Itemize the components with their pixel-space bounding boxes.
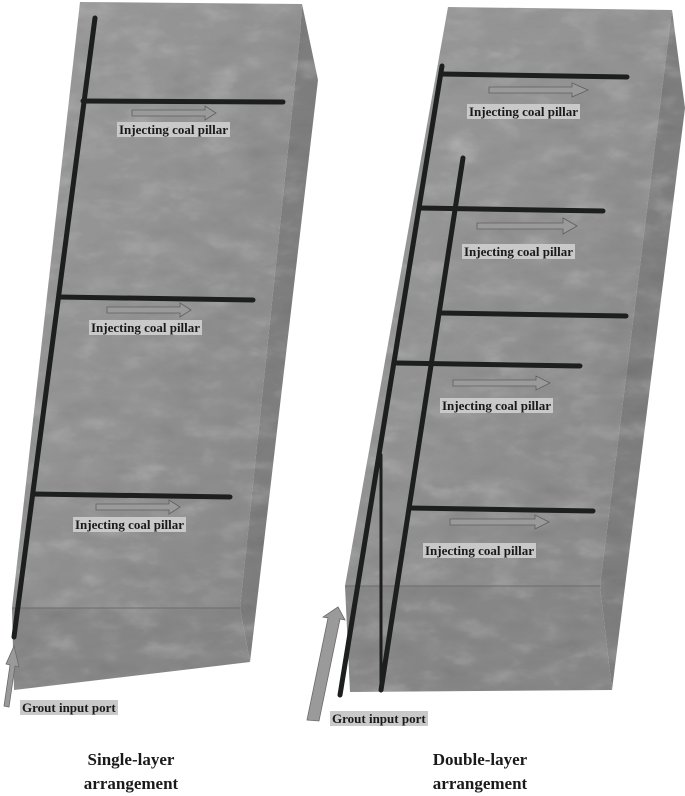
branch-label: Injecting coal pillar (117, 122, 231, 137)
flow-arrow-icon (488, 82, 589, 98)
single-layer-flow-arrows (95, 105, 217, 515)
branch-pipe-1 (439, 71, 630, 80)
branch-label: Injecting coal pillar (462, 244, 576, 259)
caption-line: arrangement (432, 774, 528, 793)
caption-line: Single-layer (87, 750, 175, 769)
branch-pipe-1 (80, 98, 286, 105)
branch-pipe-5 (407, 505, 596, 514)
rock-bottom-face (345, 586, 612, 692)
branch-pipe-3 (30, 491, 233, 500)
branch-pipe-4 (394, 360, 583, 369)
branch-label: Injecting coal pillar (440, 398, 554, 413)
grout-input-arrow-icon (306, 606, 346, 722)
grout-input-label: Grout input port (330, 711, 428, 726)
rock-side-face (600, 10, 685, 690)
inner-grout-pipe (378, 155, 466, 693)
caption-line: Double-layer (432, 750, 528, 769)
rock-side-face (240, 4, 318, 662)
grout-input-arrow-icon (3, 644, 20, 708)
double-layer-pipes (337, 63, 630, 698)
branch-label: Injecting coal pillar (89, 320, 203, 335)
flow-arrow-icon (476, 217, 578, 235)
outer-grout-pipe (337, 63, 445, 698)
single-layer-rock-block (12, 2, 318, 690)
branch-label: Injecting coal pillar (73, 517, 187, 532)
rock-bottom-face (12, 608, 250, 690)
flow-arrow-icon (452, 375, 551, 391)
flow-arrow-icon (106, 302, 192, 318)
branch-pipe-2 (417, 205, 606, 214)
single-layer-pipes (11, 15, 286, 640)
double-layer-caption: Double-layer arrangement (380, 748, 580, 796)
grout-input-label: Grout input port (20, 700, 118, 715)
branch-label: Injecting coal pillar (467, 104, 581, 119)
rock-front-face (12, 2, 302, 608)
flow-arrow-icon (131, 105, 217, 121)
flow-arrow-icon (449, 514, 550, 530)
branch-pipe-3 (439, 310, 629, 319)
single-layer-caption: Single-layer arrangement (31, 748, 231, 796)
branch-label: Injecting coal pillar (423, 543, 537, 558)
main-grout-pipe (11, 15, 98, 640)
flow-arrow-icon (95, 499, 181, 515)
double-layer-flow-arrows (449, 82, 589, 530)
branch-pipe-2 (56, 294, 256, 303)
caption-line: arrangement (83, 774, 179, 793)
